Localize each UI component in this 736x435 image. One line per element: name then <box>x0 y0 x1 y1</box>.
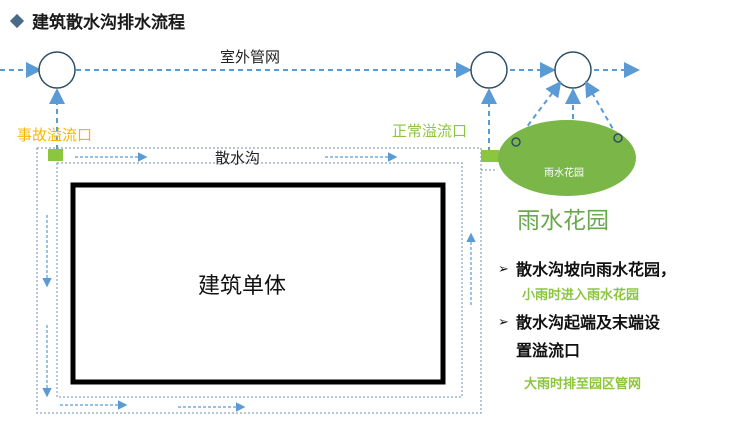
manhole-1 <box>38 51 76 89</box>
manhole-3 <box>554 51 592 89</box>
building-label: 建筑单体 <box>198 274 287 299</box>
bullet-2-note: 大雨时排至园区管网 <box>524 377 642 392</box>
apron-ditch-label: 散水沟 <box>215 149 261 167</box>
bullet-list: ➢ 散水沟坡向雨水花园， 小雨时进入雨水花园 ➢ 散水沟起端及末端设 置溢流口 … <box>498 258 734 392</box>
bullet-1-text: 散水沟坡向雨水花园， <box>516 260 677 279</box>
page-title: 建筑散水沟排水流程 <box>32 13 185 33</box>
normal-overflow-label: 正常溢流口 <box>392 122 468 140</box>
garden-inlet-right <box>613 133 623 143</box>
rain-garden-inner-label: 雨水花园 <box>544 168 584 179</box>
bullet-2-text: 散水沟起端及末端设 <box>516 313 661 332</box>
rain-garden-label: 雨水花园 <box>517 208 609 234</box>
rain-garden-ellipse <box>498 120 636 196</box>
emergency-overflow-outlet <box>48 149 63 161</box>
garden-inlet-left <box>511 137 521 147</box>
title-bar: 建筑散水沟排水流程 <box>9 8 185 33</box>
emergency-overflow-label: 事故溢流口 <box>17 126 93 144</box>
manhole-2 <box>470 51 508 89</box>
bullet-1-note: 小雨时进入雨水花园 <box>522 288 640 303</box>
arrow-right-icon: ➢ <box>498 262 509 277</box>
bullet-item-1: ➢ 散水沟坡向雨水花园， <box>498 258 734 282</box>
bullet-item-2: ➢ 散水沟起端及末端设 <box>498 311 734 335</box>
building-block <box>70 182 446 385</box>
normal-overflow-outlet <box>481 150 499 162</box>
apron-ditch <box>36 147 496 414</box>
ditch-flow-arrows <box>42 152 476 412</box>
outdoor-network-label: 室外管网 <box>220 48 281 66</box>
overflow-pipes <box>49 88 497 152</box>
bullet-2-text-cont: 置溢流口 <box>516 341 581 360</box>
arrow-right-icon: ➢ <box>498 315 509 330</box>
